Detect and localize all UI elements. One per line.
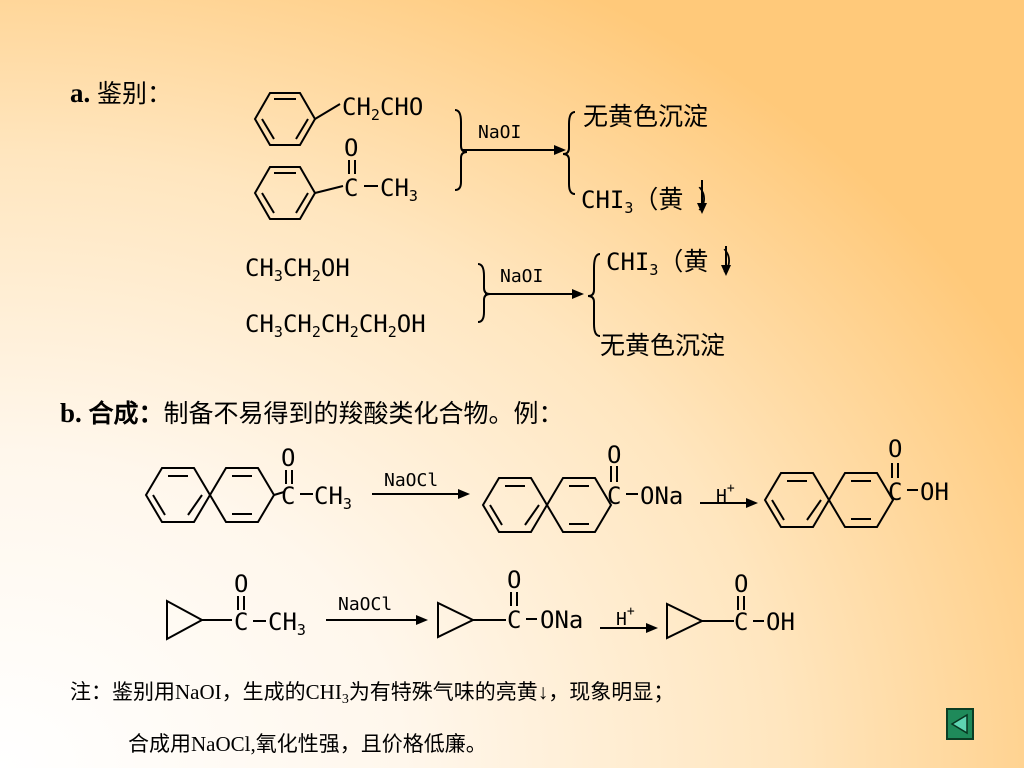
back-button[interactable]	[946, 708, 974, 740]
carboxylate-oxygen-2: O	[507, 566, 522, 594]
acid-carbon-1: C	[888, 478, 903, 506]
back-triangle-icon	[950, 713, 968, 735]
result-chi3-2: CHI3（黄）	[606, 247, 748, 279]
naphthalene-2	[481, 477, 613, 533]
note-line-1: 注：鉴别用NaOI，生成的CHI3为有特殊气味的亮黄↓，现象明显；	[70, 680, 675, 707]
carboxylate-carbon-2: C	[507, 606, 522, 634]
cyclopropane-2	[437, 601, 476, 639]
ketone-oxygen-2: O	[281, 444, 296, 472]
phenylacetaldehyde-formula: CH2CHO	[342, 93, 424, 124]
reagent-naoi-2: NaOI	[500, 266, 544, 287]
benzene-ring-1	[253, 92, 341, 146]
cyclopropane-1	[166, 599, 205, 641]
reagent-naoi-1: NaOI	[478, 122, 522, 143]
sodium-salt-1: ONa	[640, 482, 684, 510]
methyl-2: CH3	[314, 482, 352, 513]
reagent-hplus-2: H+	[616, 604, 635, 630]
note-line-2: 合成用NaOCl,氧化性强，且价格低廉。	[128, 732, 487, 756]
ketone-carbon-2: C	[281, 482, 296, 510]
reagent-naocl-2: NaOCl	[338, 594, 393, 615]
naphthalene-1	[144, 467, 285, 523]
acid-carbon-2: C	[734, 608, 749, 636]
sodium-salt-2: ONa	[540, 606, 584, 634]
benzene-ring-2	[253, 166, 344, 220]
acid-oxygen-1: O	[888, 435, 903, 463]
butanol-formula: CH3CH2CH2CH2OH	[245, 310, 426, 341]
methyl-3: CH3	[268, 608, 306, 639]
acid-oxygen-2: O	[734, 570, 749, 598]
ketone-oxygen-1: O	[344, 134, 359, 162]
section-a-heading: a. 鉴别：	[70, 78, 173, 108]
result-no-yellow-1: 无黄色沉淀	[583, 102, 709, 131]
acid-hydroxyl-1: OH	[920, 478, 949, 506]
methyl-1: CH3	[380, 174, 418, 205]
reagent-hplus-1: H+	[716, 481, 735, 507]
result-no-yellow-2: 无黄色沉淀	[600, 331, 726, 360]
acid-hydroxyl-2: OH	[766, 608, 795, 636]
ketone-oxygen-3: O	[234, 570, 249, 598]
ethanol-formula: CH3CH2OH	[245, 254, 350, 285]
section-b-heading: b. 合成：制备不易得到的羧酸类化合物。例：	[60, 398, 564, 428]
naphthalene-3	[763, 472, 895, 528]
carboxylate-oxygen-1: O	[607, 441, 622, 469]
carboxylate-carbon-1: C	[607, 482, 622, 510]
result-chi3-1: CHI3（黄）	[581, 185, 723, 217]
reagent-naocl-1: NaOCl	[384, 470, 439, 491]
ketone-carbon-1: C	[344, 174, 359, 202]
cyclopropane-3	[666, 602, 705, 640]
ketone-carbon-3: C	[234, 608, 249, 636]
